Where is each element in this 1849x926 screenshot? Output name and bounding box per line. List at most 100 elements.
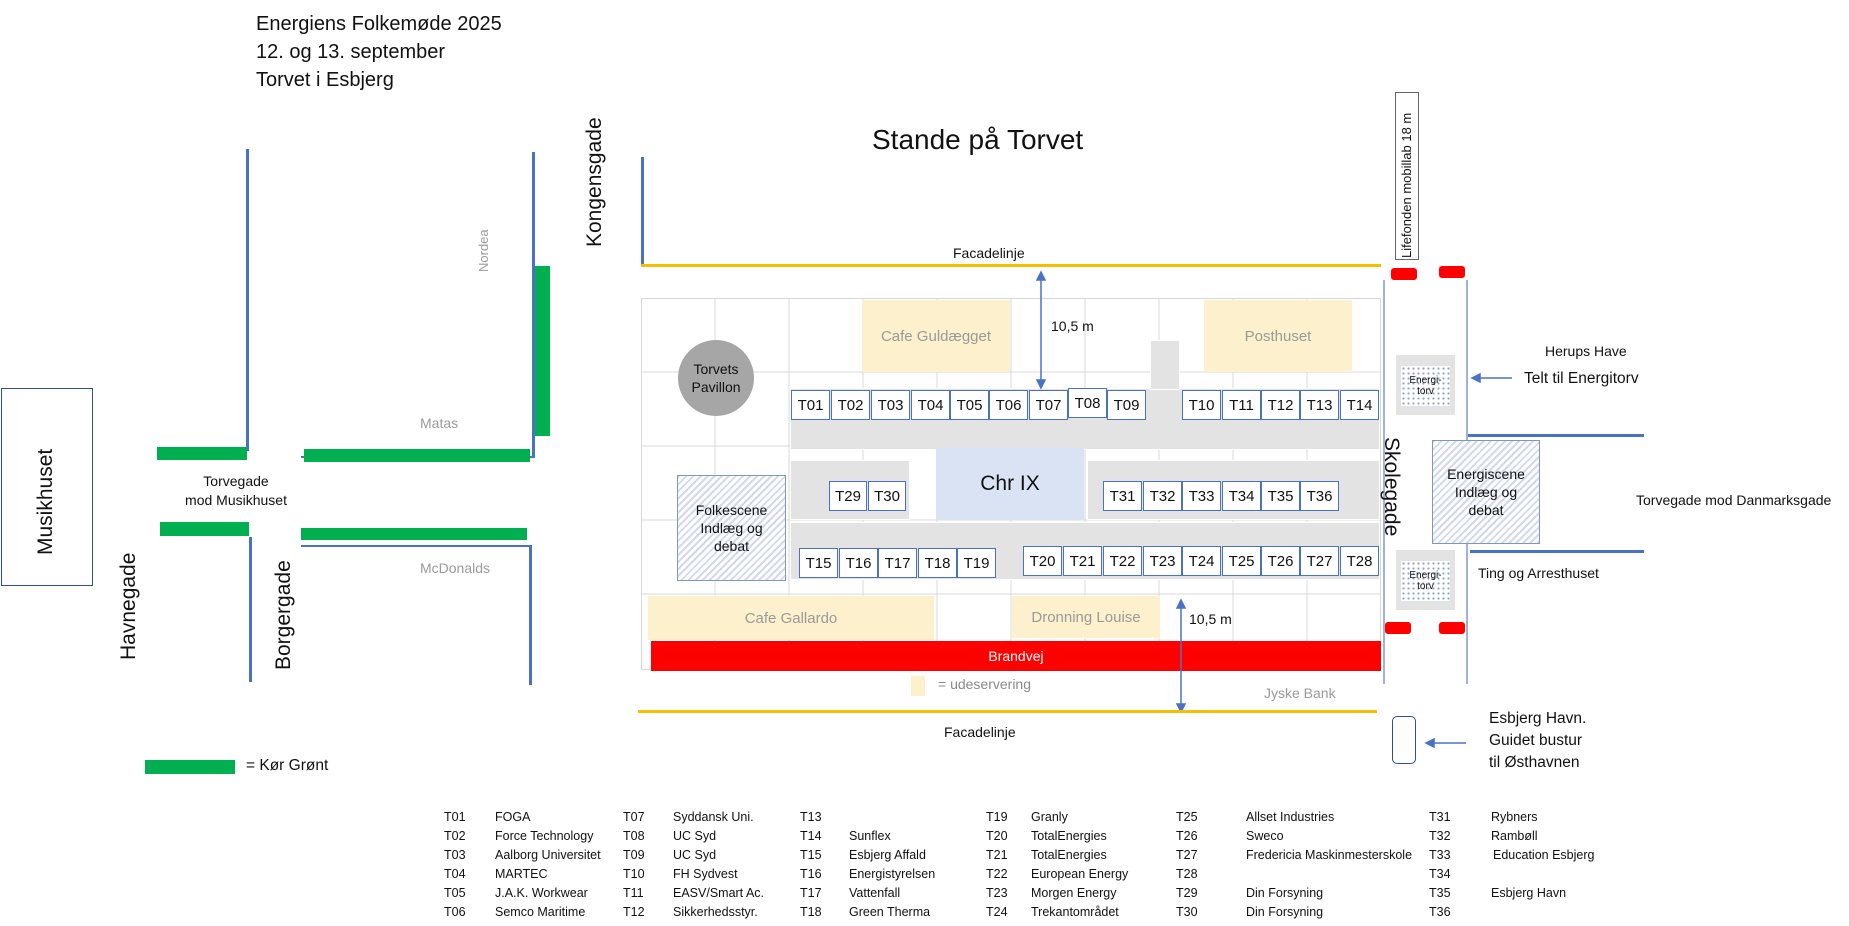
legend-id: T28 [1176,867,1198,881]
legend-id: T32 [1429,829,1451,843]
posthuset: Posthuset [1204,300,1352,372]
udeservering-swatch [911,676,925,696]
legend-name: TotalEnergies [1031,848,1107,862]
legend-id: T24 [986,905,1008,919]
legend-name: Semco Maritime [495,905,586,919]
stand-T36[interactable]: T36 [1300,481,1339,511]
stand-T32[interactable]: T32 [1143,481,1182,511]
legend-id: T35 [1429,886,1451,900]
stand-T28[interactable]: T28 [1340,546,1379,576]
facade-line-top [641,264,1381,267]
legend-id: T21 [986,848,1008,862]
stand-T12[interactable]: T12 [1261,390,1300,420]
green-route-marker [535,266,550,436]
stand-T01[interactable]: T01 [791,390,830,420]
jyske-bank-label: Jyske Bank [1264,685,1336,701]
legend-name: Granly [1031,810,1068,824]
stand-T14[interactable]: T14 [1340,390,1379,420]
stand-T30[interactable]: T30 [868,481,906,511]
redmark [1391,268,1417,280]
legend-name: MARTEC [495,867,548,881]
redmark [1439,622,1465,634]
stand-T34[interactable]: T34 [1222,481,1261,511]
street-line [246,149,249,451]
stand-T26[interactable]: T26 [1261,546,1300,576]
stand-T16[interactable]: T16 [839,548,878,578]
legend-name: Force Technology [495,829,594,843]
stand-T33[interactable]: T33 [1182,481,1221,511]
stand-T19[interactable]: T19 [957,548,996,578]
legend-id: T23 [986,886,1008,900]
stand-T04[interactable]: T04 [911,390,950,420]
stand-T25[interactable]: T25 [1222,546,1261,576]
mcdonalds-label: McDonalds [420,560,491,576]
stand-T03[interactable]: T03 [871,390,910,420]
legend-name: Morgen Energy [1031,886,1117,900]
stand-T10[interactable]: T10 [1182,390,1221,420]
legend-id: T29 [1176,886,1198,900]
stand-T05[interactable]: T05 [950,390,989,420]
stand-T18[interactable]: T18 [918,548,957,578]
legend-id: T01 [444,810,466,824]
stand-T17[interactable]: T17 [878,548,917,578]
legend-id: T08 [623,829,645,843]
legend-id: T33 [1429,848,1451,862]
stand-T21[interactable]: T21 [1063,546,1102,576]
street-line [1468,434,1644,437]
herups-have-label: Herups Have [1545,343,1627,359]
legend-name: J.A.K. Workwear [495,886,588,900]
stand-T09[interactable]: T09 [1107,390,1146,420]
legend-id: T13 [800,810,822,824]
lifefonden-mobillab [1395,92,1419,260]
stand-T08[interactable]: T08 [1068,388,1107,418]
legend-name: TotalEnergies [1031,829,1107,843]
stand-T15[interactable]: T15 [799,548,838,578]
stand-T24[interactable]: T24 [1182,546,1221,576]
legend-name: Sweco [1246,829,1284,843]
legend-id: T20 [986,829,1008,843]
legend-name: UC Syd [673,848,717,862]
legend-id: T31 [1429,810,1451,824]
energitorv-bottom: Energi- torv [1396,550,1455,610]
stand-T11[interactable]: T11 [1222,390,1261,420]
kor-gront-swatch [145,760,235,774]
legend-name: UC Syd [673,829,717,843]
street-line [529,545,532,685]
legend-name: Sunflex [849,829,891,843]
dronning-louise: Dronning Louise [1012,596,1160,638]
legend-name: European Energy [1031,867,1129,881]
green-route-marker [301,528,527,540]
stand-T29[interactable]: T29 [829,481,867,511]
energiscene-stage: Energiscene Indlæg og debat [1432,440,1540,544]
stand-block [1150,340,1180,390]
stand-T06[interactable]: T06 [989,390,1028,420]
legend-id: T05 [444,886,466,900]
legend-name: Vattenfall [849,886,901,900]
legend-id: T17 [800,886,822,900]
legend-name: Rybners [1491,810,1538,824]
legend-id: T04 [444,867,466,881]
stand-T13[interactable]: T13 [1300,390,1339,420]
folkescene-stage: Folkescene Indlæg og debat [677,475,786,581]
stand-T20[interactable]: T20 [1023,546,1062,576]
green-route-marker [157,447,247,460]
legend-name: Esbjerg Affald [849,848,926,862]
kor-gront-legend: = Kør Grønt [246,757,329,774]
legend-id: T11 [623,886,644,900]
stand-T07[interactable]: T07 [1029,390,1068,420]
facade-label-bottom: Facadelinje [944,724,1016,740]
stand-T31[interactable]: T31 [1103,481,1142,511]
torvets-pavillon: Torvets Pavillon [678,340,754,416]
stand-T35[interactable]: T35 [1261,481,1300,511]
stand-T23[interactable]: T23 [1143,546,1182,576]
stand-T02[interactable]: T02 [831,390,870,420]
legend-name: Sikkerhedsstyr. [673,905,758,919]
legend-id: T10 [623,867,645,881]
stand-T22[interactable]: T22 [1103,546,1142,576]
legend-name: FH Sydvest [673,867,738,881]
legend-id: T06 [444,905,466,919]
legend-id: T22 [986,867,1008,881]
legend-id: T12 [623,905,645,919]
skolegade-label: Skolegade [1380,437,1403,537]
stand-T27[interactable]: T27 [1300,546,1339,576]
